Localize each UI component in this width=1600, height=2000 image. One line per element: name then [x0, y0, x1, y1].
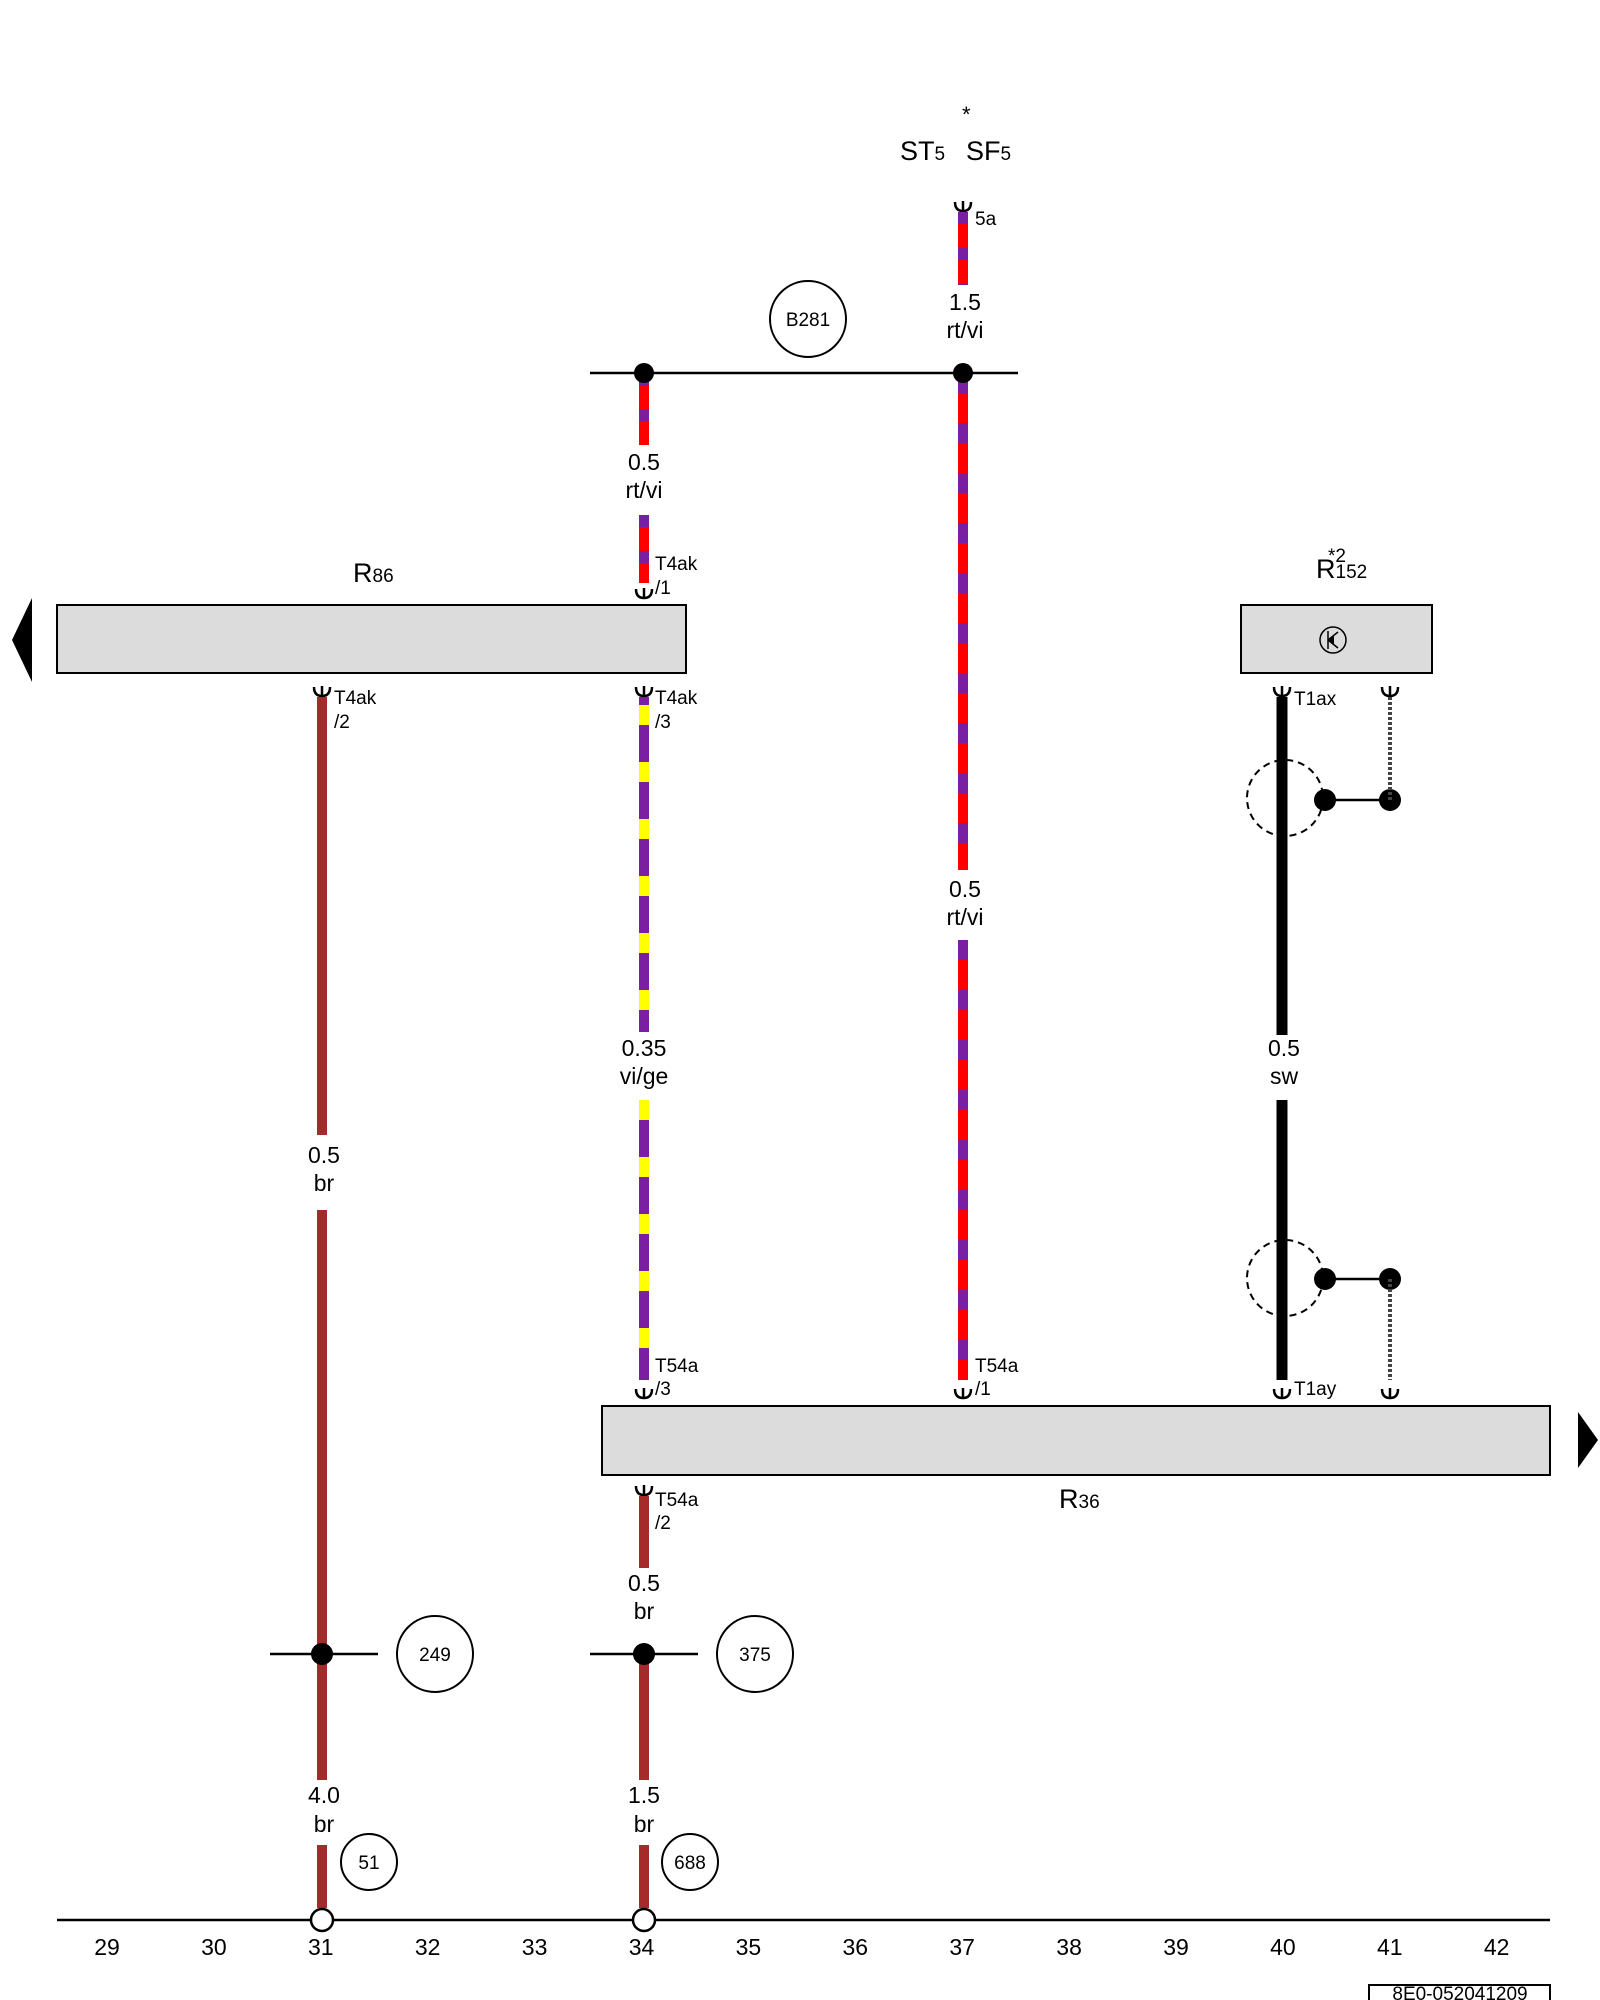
t54a-3-pin: /3: [655, 1379, 671, 1400]
fuse-connector-icon: [953, 199, 973, 214]
left-arrow-icon: [12, 598, 32, 682]
wire-34-bot-size: 1.5: [628, 1782, 660, 1808]
t1ax-name: T1ax: [1294, 689, 1337, 710]
wire-31-bot-color: br: [314, 1811, 335, 1837]
splice-375-dot: [633, 1643, 655, 1665]
fuse-st5-label: ST5: [900, 136, 945, 166]
wire-34-low-size: 0.5: [628, 1570, 660, 1596]
wire-34-mid-size: 0.35: [622, 1035, 667, 1061]
circle-375-label: 375: [739, 1645, 771, 1666]
t54a-3-name: T54a: [655, 1356, 699, 1377]
grid-label-34: 34: [629, 1934, 655, 1960]
wire-37-mid-color: rt/vi: [946, 904, 983, 930]
wire-34-low-color: br: [634, 1598, 655, 1624]
circle-375: [716, 1615, 794, 1693]
t1ax-connector-icon: [1272, 684, 1292, 699]
grid-label-41: 41: [1377, 1934, 1403, 1960]
circle-249: [396, 1615, 474, 1693]
wire-34-mid-color: vi/ge: [620, 1063, 669, 1089]
r152-box: [1240, 604, 1433, 674]
t54a-1-name: T54a: [975, 1356, 1019, 1377]
t4ak-2-pin: /2: [334, 712, 350, 733]
grid-label-30: 30: [201, 1934, 227, 1960]
r36-label: R36: [1059, 1484, 1100, 1514]
t54a-3-connector-icon: [634, 1386, 654, 1401]
ground-point-34: [631, 1907, 657, 1933]
t54a-2-name: T54a: [655, 1490, 699, 1511]
grid-label-35: 35: [736, 1934, 762, 1960]
wire-34-bot-color: br: [634, 1811, 655, 1837]
t4ak-1-connector-icon: [634, 586, 654, 601]
t54a-2-connector-icon: [634, 1483, 654, 1498]
t54a-1-pin: /1: [975, 1379, 991, 1400]
grid-labels: 29 30 31 32 33 34 35 36 37 38 39 40 41 42: [94, 1934, 1509, 1960]
grid-label-39: 39: [1163, 1934, 1189, 1960]
grid-label-37: 37: [949, 1934, 975, 1960]
wire-34-upper-size: 0.5: [628, 449, 660, 475]
b281-circle: [769, 280, 847, 358]
grid-label-38: 38: [1056, 1934, 1082, 1960]
shield-upper: [1246, 697, 1401, 837]
circle-688: [661, 1833, 719, 1891]
t54a-2-pin: /2: [655, 1513, 671, 1534]
wire-40-size: 0.5: [1268, 1035, 1300, 1061]
t54a-1-connector-icon: [953, 1386, 973, 1401]
t1ay-connector-icon: [1272, 1386, 1292, 1401]
grid-label-40: 40: [1270, 1934, 1296, 1960]
grid-label-29: 29: [94, 1934, 120, 1960]
r152-label: R152: [1316, 554, 1367, 584]
fuse-sf5-label: SF5: [966, 136, 1011, 166]
r152-note: *2: [1328, 546, 1346, 567]
t4ak-3-name: T4ak: [655, 688, 698, 709]
r86-label: R86: [353, 558, 394, 588]
r86-box: [56, 604, 687, 674]
b281-label: B281: [786, 310, 830, 331]
t4ak-1-name: T4ak: [655, 554, 698, 575]
t1ay-name: T1ay: [1294, 1379, 1337, 1400]
fuse-pin-label: 5a: [975, 209, 997, 230]
fuse-star: *: [962, 102, 971, 127]
wire-37-mid-size: 0.5: [949, 876, 981, 902]
shield-lower: [1246, 1239, 1401, 1380]
shield-connector-top-icon: [1380, 684, 1400, 699]
grid-label-36: 36: [843, 1934, 869, 1960]
doc-id: 8E0-052041209: [1392, 1984, 1527, 2000]
t4ak-3-connector-icon: [634, 684, 654, 699]
ground-point-31: [309, 1907, 335, 1933]
doc-id-box: [1368, 1984, 1551, 2000]
t4ak-2-connector-icon: [312, 684, 332, 699]
t4ak-3-pin: /3: [655, 712, 671, 733]
wire-31-mid-size: 0.5: [308, 1142, 340, 1168]
splice-249-dot: [311, 1643, 333, 1665]
wire-37-top-size: 1.5: [949, 289, 981, 315]
wire-34-upper-color: rt/vi: [625, 477, 662, 503]
transistor-icon: [1319, 626, 1347, 654]
wire-37-top-color: rt/vi: [946, 317, 983, 343]
grid-label-42: 42: [1484, 1934, 1510, 1960]
circle-249-label: 249: [419, 1645, 451, 1666]
t4ak-1-pin: /1: [655, 578, 671, 599]
grid-label-31: 31: [308, 1934, 334, 1960]
circle-688-label: 688: [674, 1853, 706, 1874]
wire-31-bot-size: 4.0: [308, 1782, 340, 1808]
right-arrow-icon: [1578, 1412, 1598, 1468]
r36-box: [601, 1405, 1551, 1476]
circle-51: [340, 1833, 398, 1891]
wire-31-mid-color: br: [314, 1170, 335, 1196]
shield-connector-bottom-icon: [1380, 1386, 1400, 1401]
junction-dot-34: [634, 363, 654, 383]
grid-label-33: 33: [522, 1934, 548, 1960]
junction-dot-37: [953, 363, 973, 383]
circle-51-label: 51: [358, 1853, 379, 1874]
grid-label-32: 32: [415, 1934, 441, 1960]
wire-40-color: sw: [1270, 1063, 1299, 1089]
t4ak-2-name: T4ak: [334, 688, 377, 709]
